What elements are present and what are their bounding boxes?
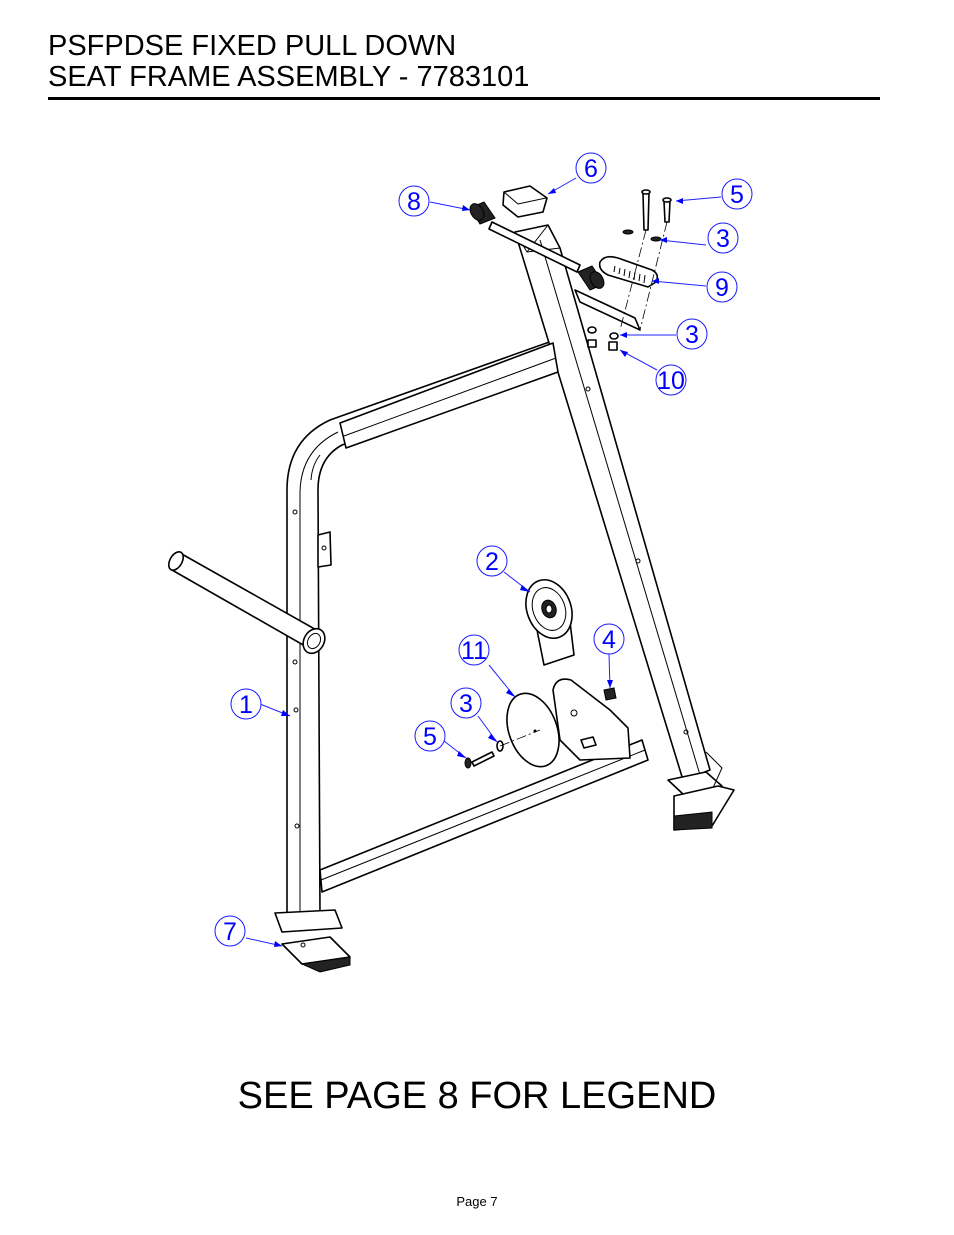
svg-text:3: 3 xyxy=(716,225,730,253)
top-cross-rod xyxy=(488,221,581,273)
right-foot-plate xyxy=(667,771,723,796)
svg-text:9: 9 xyxy=(715,274,729,302)
svg-text:11: 11 xyxy=(461,637,487,665)
callout-1: 1 xyxy=(230,688,262,720)
svg-text:5: 5 xyxy=(423,723,437,751)
frame xyxy=(274,221,723,933)
title-underline xyxy=(48,97,880,100)
svg-text:10: 10 xyxy=(657,367,685,395)
pulley-mounting-plate xyxy=(552,678,631,761)
svg-text:1: 1 xyxy=(239,691,253,719)
handle-bar xyxy=(167,551,326,655)
nut xyxy=(603,687,617,701)
callout-11: 11 xyxy=(458,634,490,666)
callout-3-top: 3 xyxy=(707,222,739,254)
roller-left xyxy=(469,201,496,225)
title-line-1: PSFPDSE FIXED PULL DOWN xyxy=(48,30,457,62)
callout-8: 8 xyxy=(398,185,430,217)
title-line-2: SEAT FRAME ASSEMBLY - 7783101 xyxy=(48,61,530,93)
svg-text:3: 3 xyxy=(459,690,473,718)
top-bolt-right xyxy=(663,200,671,223)
svg-text:7: 7 xyxy=(223,918,237,946)
seat-nut xyxy=(608,341,618,351)
pulley-group xyxy=(464,579,631,769)
left-foot-pad xyxy=(281,936,351,973)
seat-support-bracket xyxy=(574,289,641,331)
right-foot-pad xyxy=(673,785,735,831)
leader-lines xyxy=(245,177,722,947)
svg-text:3: 3 xyxy=(685,321,699,349)
callout-6: 6 xyxy=(575,152,607,184)
pulley-cover-disc xyxy=(506,692,560,768)
left-foot-plate xyxy=(274,909,343,933)
top-end-cap xyxy=(502,185,548,218)
svg-text:2: 2 xyxy=(485,548,499,576)
svg-text:6: 6 xyxy=(584,155,598,183)
seat-pad xyxy=(598,255,659,288)
inclined-main-tube xyxy=(514,224,711,781)
legend-reference-note: SEE PAGE 8 FOR LEGEND xyxy=(237,1075,717,1117)
svg-text:5: 5 xyxy=(730,181,744,209)
callout-7: 7 xyxy=(214,915,246,947)
svg-text:4: 4 xyxy=(602,626,616,654)
svg-text:8: 8 xyxy=(407,188,421,216)
callout-4: 4 xyxy=(593,623,625,655)
callout-5-top: 5 xyxy=(721,178,753,210)
top-cross-arm xyxy=(339,342,559,449)
callout-3-bottom: 3 xyxy=(676,318,708,350)
callout-2: 2 xyxy=(476,545,508,577)
callout-9: 9 xyxy=(706,271,738,303)
callout-3-disc: 3 xyxy=(450,687,482,719)
callout-10: 10 xyxy=(655,364,687,396)
bottom-cross-tube xyxy=(319,739,649,893)
callout-5-disc: 5 xyxy=(414,720,446,752)
top-bolt-left xyxy=(642,192,650,231)
roller-right xyxy=(577,265,605,291)
page-number: Page 7 xyxy=(456,1194,498,1209)
disc-bolt xyxy=(471,751,495,767)
